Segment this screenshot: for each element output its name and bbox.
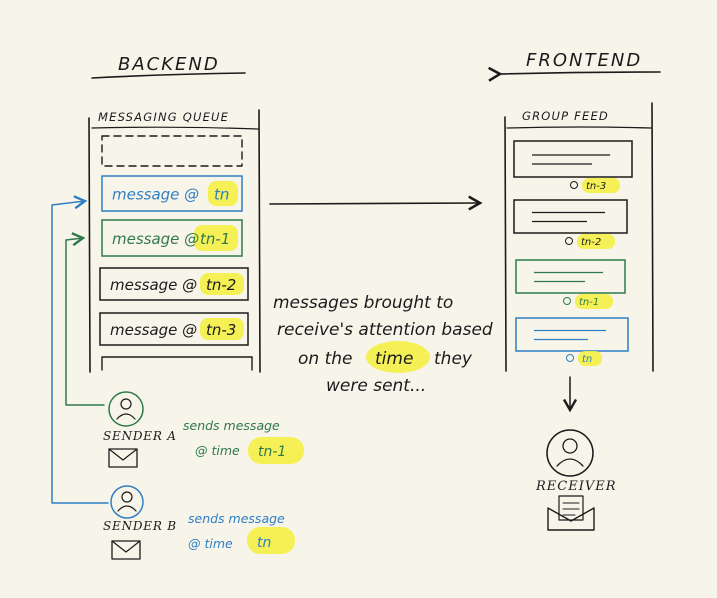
sender-a-avatar	[108, 391, 144, 427]
time-highlight	[366, 341, 430, 373]
time-highlight	[578, 351, 602, 366]
feed-item-time: tn	[582, 354, 592, 365]
svg-text:were sent...: were sent...	[326, 376, 426, 396]
queue-item: message @ tn	[101, 175, 243, 212]
queue-title: MESSAGING QUEUE	[98, 110, 229, 124]
clock-icon	[565, 237, 573, 245]
feed-item: tn-1	[515, 259, 626, 309]
svg-text:@ time: @ time	[188, 536, 233, 551]
feed-item-lines	[532, 211, 605, 223]
svg-text:sends message: sends message	[188, 511, 285, 526]
svg-text:@ time: @ time	[195, 443, 240, 458]
sender-b-time-highlight	[247, 527, 295, 554]
svg-text:RECEIVER: RECEIVER	[535, 479, 617, 494]
svg-text:tn: tn	[257, 535, 271, 551]
feed-item-time: tn-2	[581, 237, 601, 248]
envelope-icon	[111, 540, 141, 560]
clock-icon	[570, 181, 578, 189]
receiver: RECEIVER	[535, 376, 617, 531]
queue-item-time: tn-3	[206, 321, 236, 339]
feed-item-time: tn-1	[579, 297, 599, 308]
user-icon	[120, 398, 132, 410]
queue-item-label: message @	[110, 321, 197, 339]
feed-item-lines	[534, 271, 603, 283]
clock-icon	[563, 297, 571, 305]
frontend-heading: FRONTEND	[488, 50, 661, 82]
feed-item-box	[513, 140, 633, 178]
clock-icon	[566, 354, 574, 362]
backend-heading: BACKEND	[91, 54, 246, 79]
receiver-avatar	[546, 429, 594, 477]
queue-item-time: tn-2	[206, 276, 236, 294]
svg-text:SENDER B: SENDER B	[103, 519, 177, 533]
feed-item-box	[515, 317, 629, 352]
time-highlight	[208, 181, 238, 206]
feed-item-box	[513, 199, 628, 234]
svg-text:time: time	[375, 349, 413, 369]
delivery-arrow	[269, 195, 483, 211]
feed-right-wall	[651, 102, 654, 372]
time-highlight	[575, 294, 613, 309]
feed-item: tn-3	[513, 140, 633, 193]
svg-text:SENDER A: SENDER A	[103, 429, 177, 443]
svg-text:FRONTEND: FRONTEND	[526, 50, 642, 71]
time-highlight	[582, 178, 620, 193]
open-envelope-icon	[547, 507, 595, 531]
feed-item: tn	[515, 317, 629, 366]
feed-item-time: tn-3	[586, 181, 606, 192]
annotation-text: messages brought to receive's attention …	[273, 293, 493, 396]
queue-item-time: tn-1	[200, 230, 230, 248]
sender-b-connector	[51, 195, 109, 504]
queue-item: message @ tn-3	[99, 312, 249, 346]
feed-item-lines	[534, 329, 606, 341]
user-icon	[562, 438, 578, 454]
time-highlight	[200, 273, 244, 295]
time-highlight	[577, 234, 615, 249]
envelope-icon	[108, 448, 138, 468]
feed-title: GROUP FEED	[522, 109, 609, 123]
queue-empty-slot	[101, 135, 243, 167]
queue-item-label: message @	[112, 186, 199, 204]
sender-a-connector	[65, 232, 105, 406]
feed-left-wall	[504, 116, 507, 372]
queue-item-label: message @	[110, 276, 197, 294]
queue-left-wall	[88, 117, 91, 373]
sender-b: SENDER B sends message @ time tn	[103, 485, 295, 560]
queue-item-box	[101, 175, 243, 212]
svg-text:they: they	[434, 349, 473, 369]
sender-a-time-highlight	[248, 437, 304, 464]
svg-text:sends message: sends message	[183, 418, 280, 433]
queue-item-time: tn	[214, 186, 229, 204]
sender-a: SENDER A sends message @ time tn-1	[103, 391, 304, 468]
time-highlight	[194, 225, 238, 251]
svg-text:receive's attention based: receive's attention based	[277, 320, 493, 340]
queue-item-box	[101, 219, 243, 257]
svg-text:messages brought to: messages brought to	[273, 293, 453, 313]
queue-item: message @ tn-2	[99, 267, 249, 301]
queue-item-label: message @	[112, 230, 199, 248]
user-icon	[121, 491, 133, 503]
queue-item-box	[99, 267, 249, 301]
feed-item-box	[515, 259, 626, 294]
svg-text:on the: on the	[298, 349, 352, 369]
queue-right-wall	[258, 109, 261, 373]
time-highlight	[200, 318, 244, 340]
feed-item: tn-2	[513, 199, 628, 249]
svg-text:BACKEND: BACKEND	[118, 54, 220, 75]
feed-item-lines	[532, 154, 610, 165]
svg-text:tn-1: tn-1	[258, 444, 286, 460]
group-feed: GROUP FEED tn-3 tn-2 tn-1 tn	[504, 102, 654, 372]
queue-item-box	[99, 312, 249, 346]
queue-item: message @tn-1	[101, 219, 243, 257]
sender-b-avatar	[110, 485, 144, 519]
